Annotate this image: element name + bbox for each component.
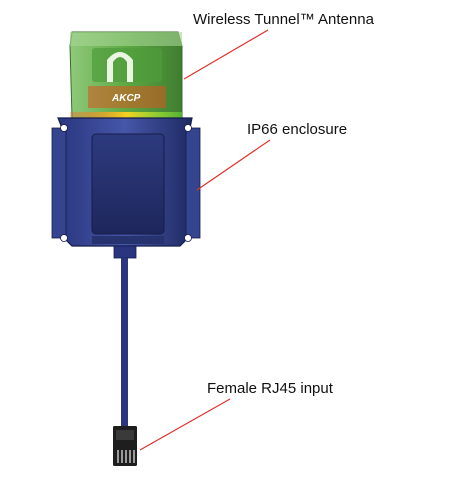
antenna-module: AKCP bbox=[69, 31, 183, 119]
antenna-leader-line bbox=[183, 29, 269, 80]
antenna-wave-icon bbox=[107, 52, 133, 82]
akcp-logo: AKCP bbox=[111, 93, 141, 104]
cable bbox=[121, 258, 128, 426]
mount-hole bbox=[60, 234, 68, 242]
ip66-enclosure bbox=[51, 117, 201, 247]
mount-hole bbox=[184, 234, 192, 242]
status-glow bbox=[70, 112, 182, 120]
cable-gland bbox=[113, 245, 137, 259]
rj45-label: Female RJ45 input bbox=[207, 380, 333, 397]
mount-hole bbox=[184, 124, 192, 132]
rj45-leader-line bbox=[139, 398, 231, 451]
rj45-connector bbox=[113, 426, 137, 466]
enclosure-label: IP66 enclosure bbox=[247, 121, 348, 138]
mount-hole bbox=[60, 124, 68, 132]
enclosure-leader-line bbox=[196, 139, 271, 191]
antenna-label: Wireless Tunnel™ Antenna bbox=[193, 11, 374, 28]
